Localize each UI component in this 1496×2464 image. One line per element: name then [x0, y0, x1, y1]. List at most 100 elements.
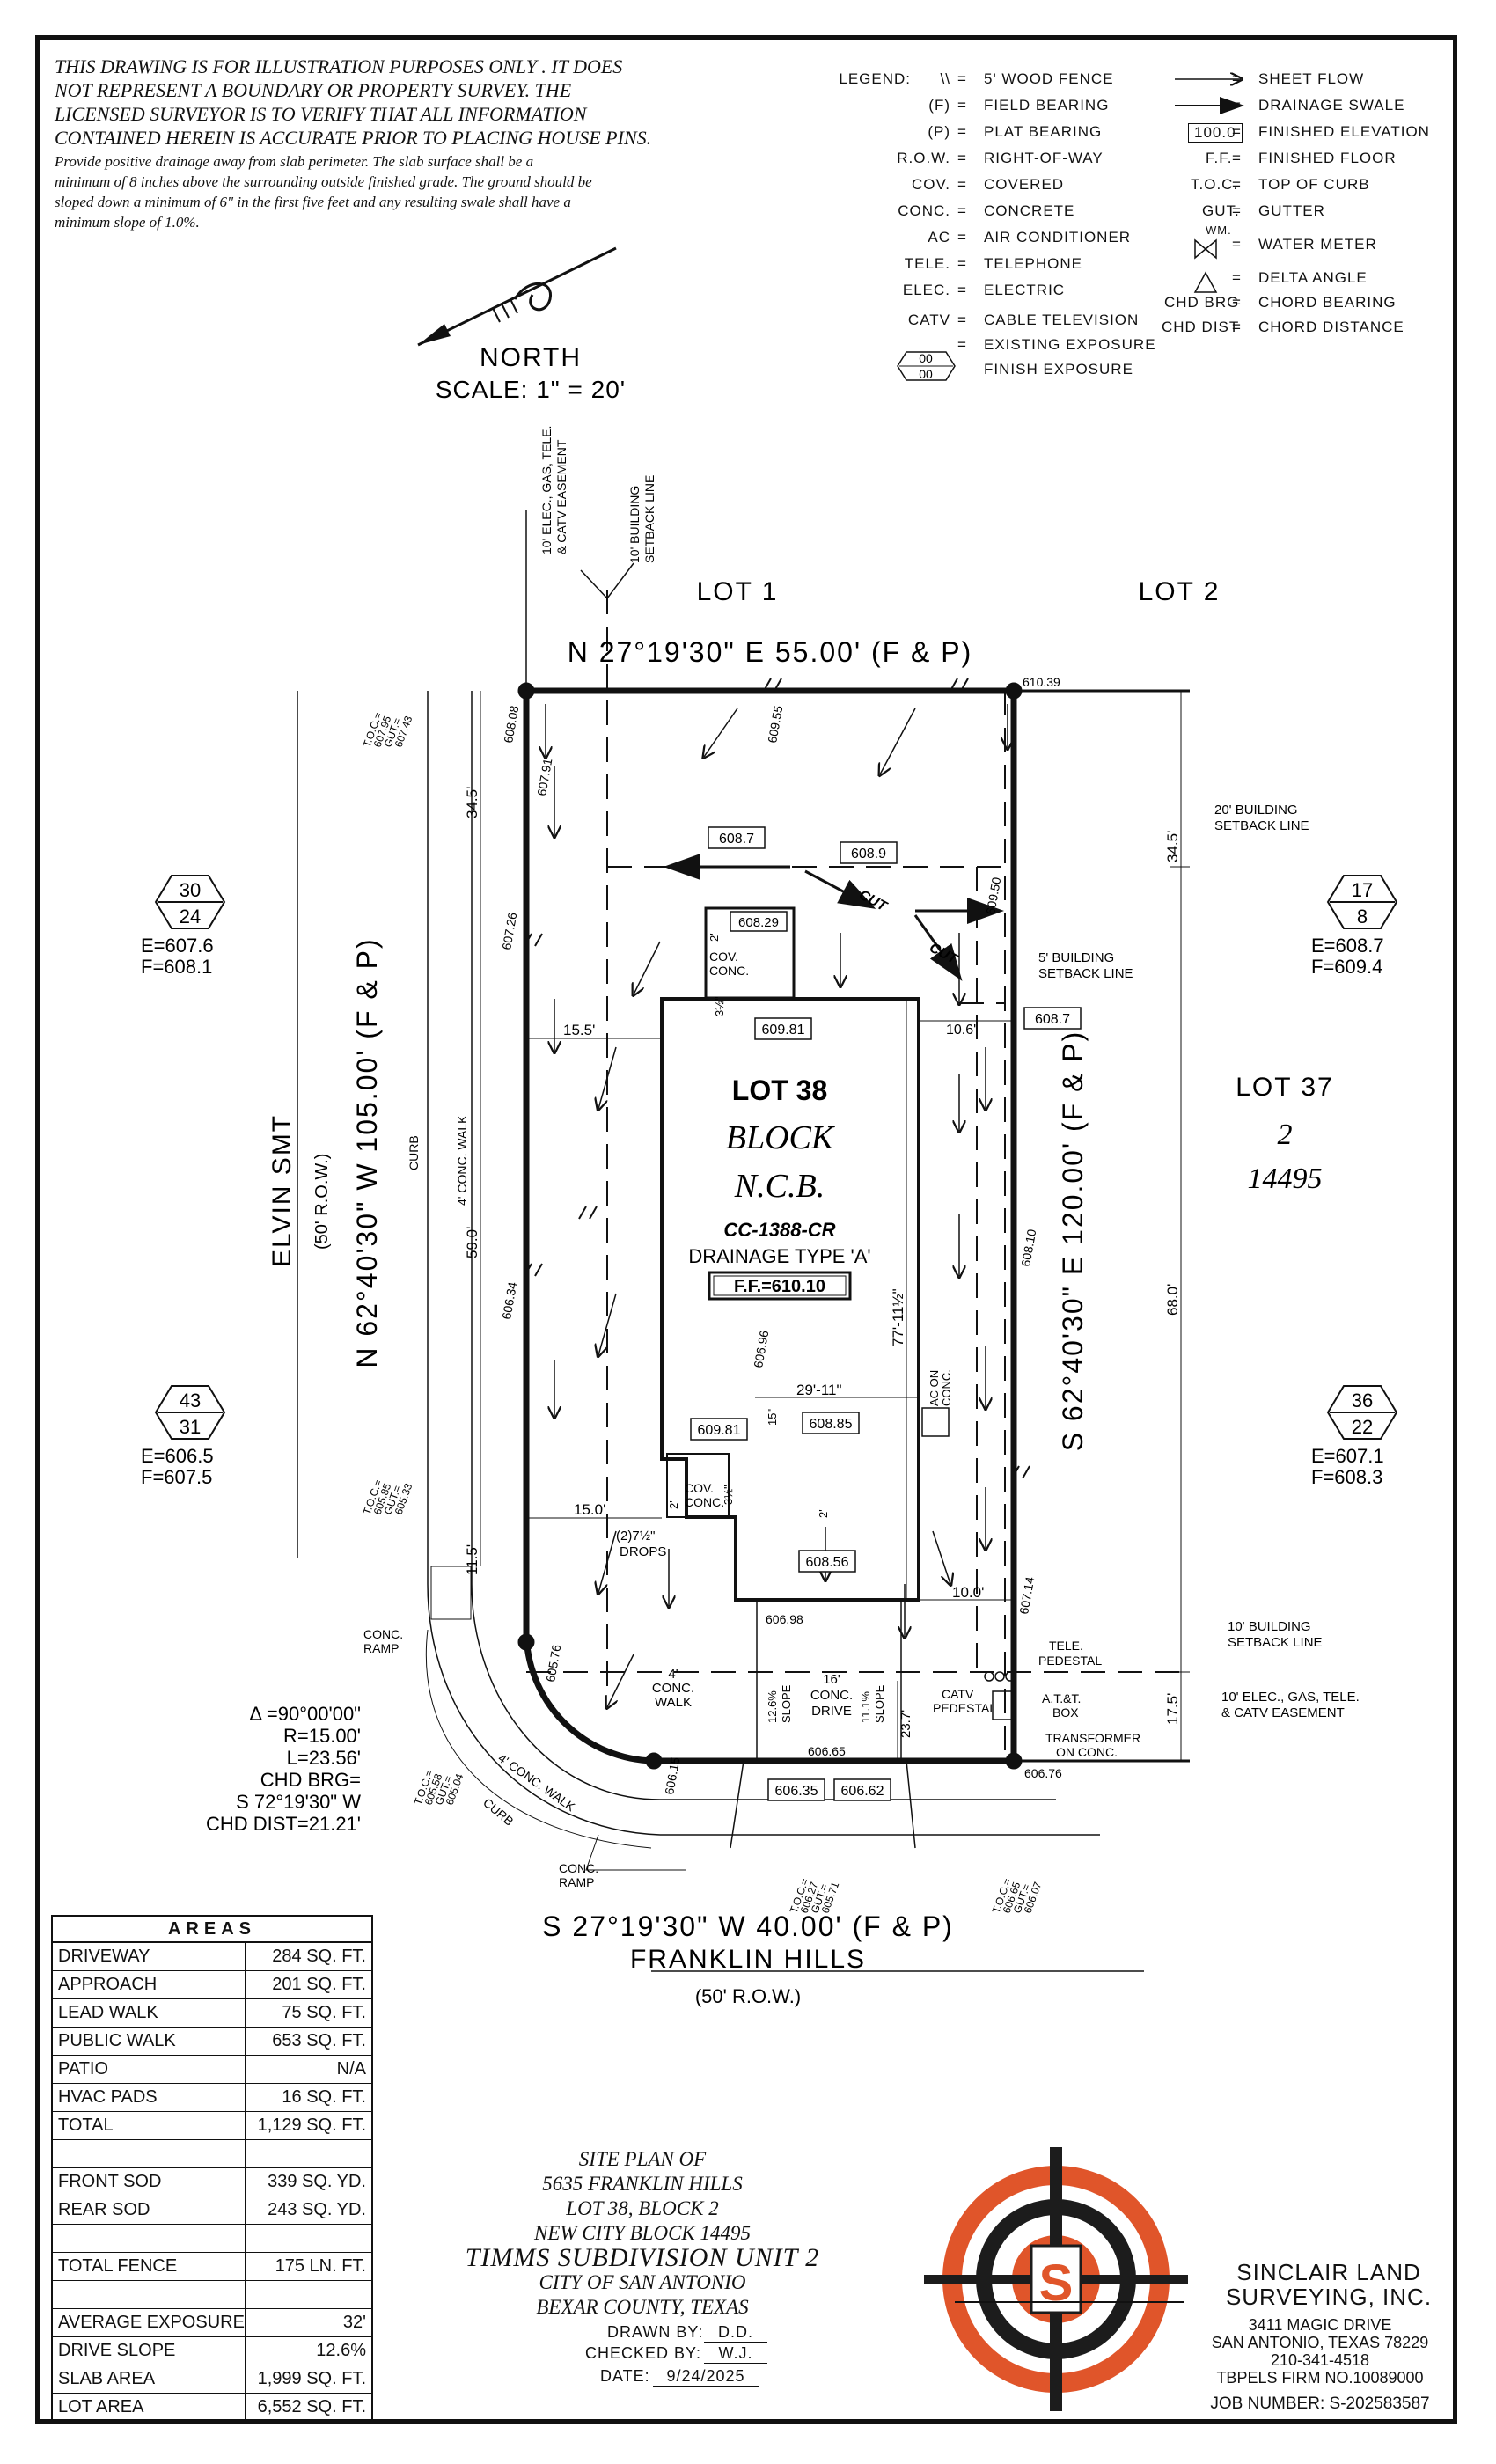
transformer-label: ON CONC.: [1056, 1745, 1118, 1759]
utility-pedestals: [984, 1671, 1016, 1720]
curve-data: Δ =90°00'00" R=15.00' L=23.56' CHD BRG= …: [206, 1703, 361, 1835]
legend-key: CHD BRG: [1164, 294, 1240, 311]
table-row-blank: [53, 2281, 371, 2309]
subdivision-name: TIMMS SUBDIVISION UNIT 2: [465, 2243, 820, 2272]
dim: 10.6': [946, 1023, 976, 1038]
spot-elev: 606.15: [662, 1756, 682, 1795]
tele-label: TELE.: [1049, 1639, 1083, 1653]
areas-title: AREAS: [53, 1917, 371, 1943]
drainage-note: minimum of 8 inches above the surroundin…: [55, 173, 592, 190]
svg-text:R=15.00': R=15.00': [283, 1725, 361, 1747]
dim: 10.0': [952, 1584, 984, 1601]
exp1-f: F=608.1: [141, 956, 212, 978]
logo-letter: S: [1039, 2255, 1074, 2312]
walk-curve-label: 4' CONC. WALK: [495, 1750, 578, 1814]
ramp-label: CONC.: [363, 1627, 403, 1641]
lot38-cc: CC-1388-CR: [723, 1219, 835, 1241]
title-line: BEXAR COUNTY, TEXAS: [536, 2296, 749, 2318]
svg-text:CHD BRG=: CHD BRG=: [260, 1769, 361, 1791]
exp4-existing: 36: [1352, 1390, 1373, 1412]
cut-label: CUT: [856, 888, 890, 915]
disclaimer-line: THIS DRAWING IS FOR ILLUSTRATION PURPOSE…: [55, 55, 623, 77]
slope-label: SLOPE: [780, 1684, 793, 1723]
north-arrow: [417, 246, 617, 347]
street-elvin: ELVIN SMT: [268, 1114, 297, 1267]
spot-elev: 607.91: [534, 757, 554, 796]
house-footprint: [660, 906, 920, 1602]
cov-conc: COV.: [685, 1481, 714, 1495]
spot-elev: 606.96: [751, 1329, 771, 1368]
bearing-top: N 27°19'30" E 55.00' (F & P): [568, 636, 973, 668]
dim: 15.0': [574, 1501, 605, 1518]
curb-curve-label: CURB: [480, 1795, 517, 1829]
dim: 15": [766, 1409, 779, 1426]
wood-fence: [524, 678, 1030, 1479]
spot-elev: 607.26: [499, 911, 519, 950]
dim: 3½": [722, 1485, 735, 1505]
legend-key: WM.: [1206, 224, 1232, 237]
sheet-flow-arrows: [546, 704, 1008, 1707]
spot-elev: 610.39: [1023, 675, 1060, 689]
setback-top-2: SETBACK LINE: [642, 475, 656, 563]
street-franklin-row: (50' R.O.W.): [695, 1985, 801, 2007]
drainage-swales: [664, 854, 1004, 981]
spot-elev: 608.08: [501, 704, 521, 744]
boxed-elev: 608.9: [851, 847, 886, 862]
easementbr-1: 10' ELEC., GAS, TELE.: [1221, 1690, 1360, 1705]
title-line: NEW CITY BLOCK 14495: [533, 2222, 751, 2244]
boxed-elev: 608.85: [810, 1417, 853, 1432]
setback-lines: [526, 590, 1190, 1761]
boxed-elev: 609.81: [762, 1023, 805, 1038]
dim: 59.0': [464, 1227, 480, 1258]
drawing-frame: [35, 35, 1457, 2424]
toc-labels: T.O.C.= 607.95 GUT.= 607.43 T.O.C.= 605.…: [361, 711, 1045, 1915]
att-label: BOX: [1052, 1705, 1079, 1720]
transformer-label: TRANSFORMER: [1045, 1731, 1140, 1745]
delta-angle-icon: [1193, 271, 1218, 293]
boxed-elevation-frames: [690, 826, 1082, 1801]
att-label: A.T.&T.: [1042, 1691, 1081, 1705]
title-line: SITE PLAN OF: [578, 2148, 707, 2170]
bearing-bottom: S 27°19'30" W 40.00' (F & P): [542, 1910, 954, 1942]
setback10br-1: 10' BUILDING: [1228, 1619, 1311, 1634]
exposure-hexagon-icon: [897, 351, 956, 381]
drive-label: 16': [823, 1672, 840, 1687]
cov-conc: CONC.: [685, 1495, 724, 1509]
drive-label: CONC.: [810, 1688, 853, 1703]
exp1-existing: 30: [180, 879, 201, 901]
svg-text:S 72°19'30" W: S 72°19'30" W: [236, 1791, 361, 1813]
dim: 68.0': [1164, 1284, 1181, 1316]
spot-elev: 609.50: [983, 876, 1003, 915]
checked-by: W.J.: [704, 2344, 767, 2364]
slope-label: SLOPE: [873, 1684, 886, 1723]
lot38-label: LOT 38: [732, 1074, 827, 1106]
north-label: NORTH: [480, 343, 582, 372]
lot1-label: LOT 1: [697, 577, 779, 606]
spot-elev: 606.76: [1024, 1766, 1062, 1780]
boxed-elev: 608.7: [719, 832, 754, 847]
setback5-1: 5' BUILDING: [1038, 950, 1114, 965]
easementbr-2: & CATV EASEMENT: [1221, 1705, 1345, 1720]
legend-exposure-finish: 00: [919, 367, 933, 381]
tele-label: PEDESTAL: [1038, 1654, 1102, 1668]
drive-label: DRIVE: [811, 1704, 852, 1719]
legend-key: F.F.: [1206, 150, 1233, 166]
svg-text:L=23.56': L=23.56': [287, 1747, 361, 1769]
spot-elev: 608.10: [1018, 1228, 1038, 1267]
drainage-note: minimum slope of 1.0%.: [55, 214, 200, 231]
drops-label: DROPS: [620, 1544, 666, 1559]
spot-elev: 607.14: [1016, 1575, 1037, 1615]
catv-label: PEDESTAL: [933, 1701, 996, 1715]
ac-label: AC ON: [928, 1370, 941, 1406]
boxed-elev: 608.7: [1035, 1012, 1070, 1027]
setback20-2: SETBACK LINE: [1214, 818, 1309, 833]
drawn-by-label: DRAWN BY:: [607, 2323, 704, 2341]
